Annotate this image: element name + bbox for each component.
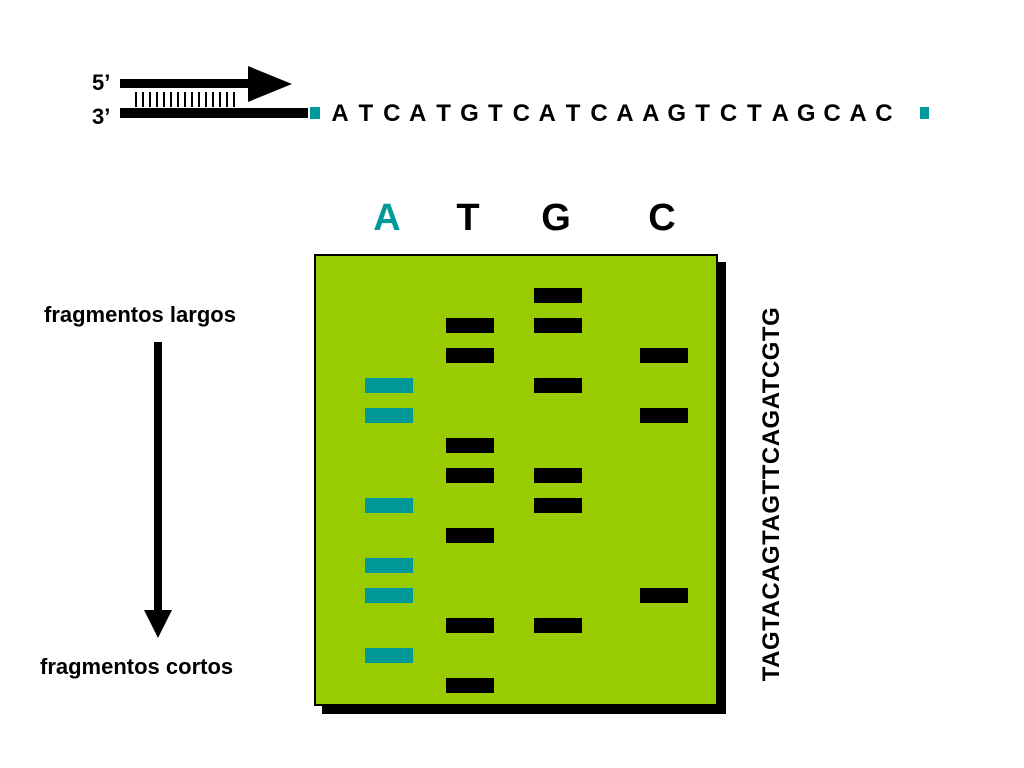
template-base: A (616, 100, 634, 127)
gel-band-g (534, 288, 582, 303)
gel-band-a (365, 588, 413, 603)
template-base: C (875, 100, 893, 127)
template-base: C (590, 100, 608, 127)
lane-label-g: G (541, 197, 571, 239)
primer-strand (120, 79, 260, 88)
template-base: A (409, 100, 427, 127)
gel-band-a (365, 648, 413, 663)
template-base: C (383, 100, 401, 127)
gel-band-t (446, 618, 494, 633)
primer-arrow-head (248, 66, 292, 102)
gel-band-g (534, 618, 582, 633)
primer-arrow-graphic (120, 66, 929, 119)
template-base: G (796, 100, 816, 127)
template-base: T (358, 100, 374, 127)
template-base: A (771, 100, 789, 127)
sequencing-gel (314, 254, 718, 706)
read-sequence: TAGTACAGTAGTTCAGATCGTG (758, 306, 785, 682)
gel-band-g (534, 318, 582, 333)
template-base: T (695, 100, 710, 127)
gel-band-a (365, 558, 413, 573)
sequence-end-marker (920, 107, 929, 119)
gel-band-t (446, 468, 494, 483)
short-fragments-label: fragmentos cortos (40, 654, 234, 679)
template-base: T (565, 100, 581, 127)
template-base: G (460, 100, 479, 127)
gel-band-a (365, 378, 413, 393)
migration-direction-arrow (144, 342, 172, 638)
lane-label-a: A (373, 197, 401, 239)
template-base: T (747, 100, 762, 127)
template-base: A (642, 100, 660, 127)
template-base: A (849, 100, 867, 127)
gel-band-t (446, 438, 494, 453)
template-base: C (719, 100, 738, 127)
gel-band-g (534, 498, 582, 513)
gel-band-t (446, 318, 494, 333)
gel-band-t (446, 348, 494, 363)
lane-label-c: C (648, 197, 676, 239)
template-base: C (823, 100, 841, 127)
gel-band-t (446, 528, 494, 543)
long-fragments-label: fragmentos largos (44, 302, 236, 327)
template-base: C (512, 100, 530, 127)
five-prime-label: 5’ (92, 70, 111, 95)
gel-band-c (640, 348, 688, 363)
template-base: T (488, 100, 503, 127)
lane-label-t: T (456, 197, 480, 239)
template-base: T (436, 100, 451, 127)
gel-band-g (534, 378, 582, 393)
gel-band-t (446, 678, 494, 693)
gel-band-a (365, 408, 413, 423)
template-base: A (538, 100, 556, 127)
gel-band-a (365, 498, 413, 513)
template-strand (120, 108, 308, 118)
gel-band-c (640, 408, 688, 423)
gel-band-c (640, 588, 688, 603)
gel-band-g (534, 468, 582, 483)
sequence-start-marker (310, 107, 320, 119)
template-base: G (667, 100, 687, 127)
base-pair-hatch (135, 92, 235, 107)
template-base: A (331, 100, 349, 127)
three-prime-label: 3’ (92, 104, 111, 129)
